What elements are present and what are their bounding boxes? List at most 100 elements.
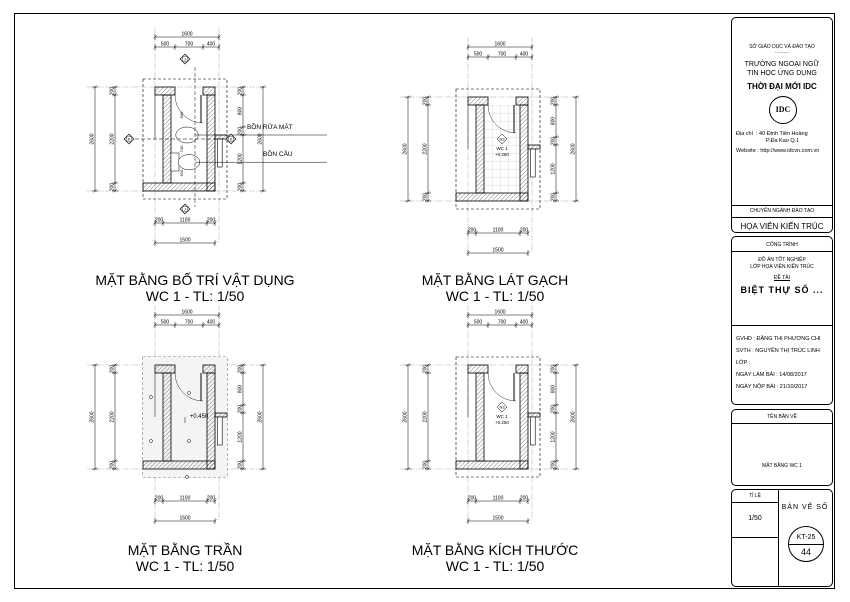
drawing-name: MẶT BẰNG WC 1 [762, 463, 802, 469]
dim-left-tick [426, 459, 430, 463]
dim-bottom-total-tick [466, 251, 470, 255]
dim-right-total-tick [261, 467, 265, 471]
section-marker-label: K [230, 137, 233, 142]
sink-label: BỒN RỬA MẶT [247, 121, 293, 131]
dim-top-tick [201, 45, 205, 49]
dim-right-label: 200 [551, 461, 557, 470]
sheet-code: KT-25 [796, 534, 816, 541]
dots: .......... [775, 49, 789, 55]
address-label: Địa chỉ [736, 131, 753, 137]
dim-right-label: 200 [238, 87, 244, 96]
dim-top-tick [514, 55, 518, 59]
wall [527, 144, 541, 150]
window [217, 138, 223, 168]
dim-right-label: 800 [238, 107, 244, 116]
ceiling-light-icon [149, 439, 153, 443]
dim-left-total-tick [406, 95, 410, 99]
room-tag-code: N3 [499, 137, 505, 142]
dim-bottom-label: 1100 [180, 218, 191, 224]
room-tag-icon [496, 401, 508, 413]
wall [527, 412, 541, 418]
dim-top-tick [530, 323, 534, 327]
dim-right-tick [554, 103, 558, 107]
dim-bottom-label: 200 [520, 496, 529, 502]
scale-value: 1/50 [748, 515, 762, 522]
dim-right-tick [241, 125, 245, 129]
dim-top-total-label: 1600 [494, 310, 505, 316]
dim-top-total-tick [153, 313, 157, 317]
dim-top-label: 400 [207, 320, 216, 326]
section-marker-label: K [128, 137, 131, 142]
dim-top-tick [173, 45, 177, 49]
dim-top-tick [530, 55, 534, 59]
wall [475, 372, 485, 462]
dim-top-tick [486, 55, 490, 59]
dim-left-tick [113, 459, 117, 463]
wall [202, 364, 216, 374]
dim-top-tick [153, 323, 157, 327]
class: LỚP : [736, 360, 751, 366]
dim-left-label: 200 [110, 87, 116, 96]
sheet-no-label: BẢN VẼ SỐ [781, 504, 829, 511]
dim-right-tick [241, 189, 245, 193]
dim-left-total-tick [406, 467, 410, 471]
department: SỞ GIÁO DỤC VÀ ĐÀO TẠO [749, 44, 815, 50]
dim-top-total-tick [217, 313, 221, 317]
dim-bottom-tick [474, 499, 478, 503]
topic-label: ĐỀ TÀI [773, 275, 791, 281]
dim-right-tick [554, 95, 558, 99]
dim-bottom-total-label: 1500 [492, 516, 503, 522]
room-name: WC 1 [496, 414, 508, 419]
major-label: CHUYÊN NGÀNH ĐÀO TẠO [749, 208, 815, 214]
dim-right-tick [554, 411, 558, 415]
ceiling-light-icon [187, 391, 191, 395]
section-marker-label: J [184, 57, 186, 62]
wall [519, 104, 529, 202]
dim-top-total-tick [530, 313, 534, 317]
dim-right-total-label: 2600 [571, 143, 577, 154]
dim-bottom-label: 1100 [180, 496, 191, 502]
dim-top-label: 700 [185, 320, 194, 326]
dim-bottom-tick [466, 231, 470, 235]
dim-right-tick [554, 459, 558, 463]
wall [142, 460, 216, 470]
dim-right-label: 800 [238, 385, 244, 394]
door-swing [487, 104, 517, 134]
dim-bottom-tick [153, 499, 157, 503]
dim-top-total-tick [153, 35, 157, 39]
title-block-project: CÔNG TRÌNH ĐỒ ÁN TỐT NGHIỆP LỚP HỌA VIÊN… [731, 236, 833, 405]
dim-right-label: 200 [238, 461, 244, 470]
dim-top-tick [514, 323, 518, 327]
toilet-tank-icon [170, 152, 180, 172]
door-dim-label: 600 [179, 111, 184, 118]
ceiling-light-icon [187, 439, 191, 443]
dim-top-total-label: 1600 [181, 310, 192, 316]
topic: BIỆT THỰ SỐ ... [740, 285, 824, 295]
room-tag-code: N3 [499, 405, 505, 410]
dim-top-label: 500 [474, 320, 483, 326]
dim-top-tick [173, 323, 177, 327]
dim-bottom-label: 1100 [493, 496, 504, 502]
dim-right-total-tick [261, 363, 265, 367]
dim-right-total-label: 2600 [258, 133, 264, 144]
dim-right-tick [554, 199, 558, 203]
dim-right-label: 200 [551, 405, 557, 414]
dim-top-label: 500 [161, 320, 170, 326]
plan-title-layout: MẶT BẰNG BỐ TRÍ VẬT DỤNG [95, 272, 295, 288]
section-marker-circle [125, 135, 133, 143]
school-line-1: TRƯỜNG NGOẠI NGỮ [744, 61, 820, 68]
wall [206, 372, 216, 470]
dim-bottom-label: 1100 [493, 228, 504, 234]
room-name: WC 1 [496, 146, 508, 151]
dim-right-tick [554, 467, 558, 471]
plan-title-dimension: MẶT BẰNG KÍCH THƯỚC [411, 542, 579, 558]
dim-bottom-total-label: 1500 [492, 248, 503, 254]
dim-right-label: 200 [238, 127, 244, 136]
submit-date: NGÀY NỘP BÀI : 21/10/2017 [736, 384, 808, 390]
dim-left-label: 200 [110, 365, 116, 374]
wall [202, 86, 216, 96]
idc-logo: IDC [769, 96, 797, 124]
